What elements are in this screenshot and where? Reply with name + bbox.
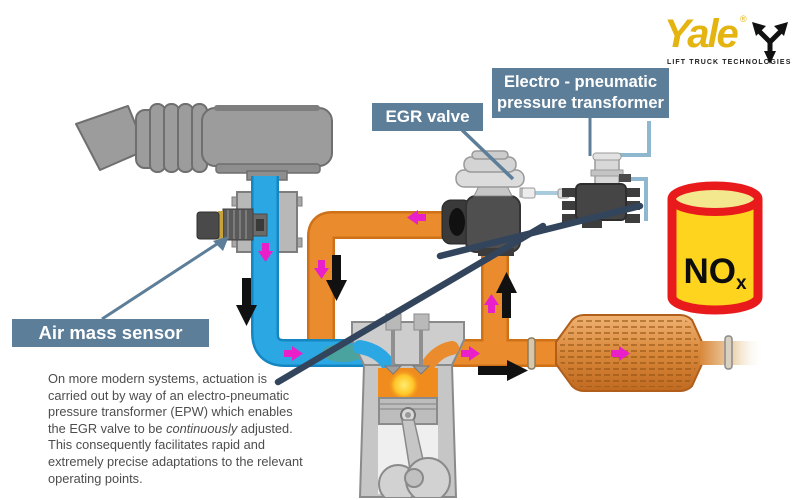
label-pointer-air-mass-sensor (101, 236, 229, 321)
brand-wordmark: Yale (664, 12, 739, 56)
direction-arrows (236, 255, 528, 381)
flow-arrow-up-1 (484, 294, 499, 313)
direction-arrow-down-air (236, 278, 257, 326)
intake-bellows (135, 103, 208, 173)
label-egr-valve-text: EGR valve (385, 107, 470, 127)
linkage-rod-a (274, 222, 547, 386)
direction-arrow-right-exhaust (478, 360, 528, 381)
flow-arrow-right-3 (611, 346, 630, 361)
nox-cylinder (667, 181, 763, 315)
intake-runner (353, 340, 397, 375)
flow-arrow-down-2 (314, 260, 329, 279)
label-epw-line2: pressure transformer (497, 94, 664, 112)
label-egr-valve: EGR valve (372, 103, 483, 131)
label-pointer-egr (460, 128, 515, 181)
egr-pipe-loop (307, 211, 468, 351)
flow-arrow-right-2 (461, 346, 480, 361)
nox-label: NOx (672, 252, 758, 295)
exhaust-flange (527, 337, 536, 370)
paragraph-line: This consequently facilitates rapid and (48, 437, 265, 453)
paragraph-line: operating points. (48, 470, 143, 486)
pneumatic-control-line (628, 177, 648, 221)
nox-label-main: NO (683, 252, 736, 291)
label-epw-line1: Electro - pneumatic (503, 73, 658, 92)
exhaust-runner (419, 341, 459, 375)
air-intake-duct (75, 103, 333, 181)
direction-arrow-down-egr (326, 255, 347, 301)
brand-logo: Yale ® LIFT TRUCK TECHNOLOGIES (664, 10, 794, 70)
linkage-rod-b (436, 202, 644, 260)
description-paragraph: On more modern systems, actuation is car… (48, 371, 303, 487)
air-filter-box (201, 107, 333, 167)
flow-arrow-left-1 (407, 210, 426, 225)
paragraph-line: pressure transformer (EPW) which enables (48, 404, 293, 420)
engine-cylinder (351, 313, 465, 498)
brand-tagline: LIFT TRUCK TECHNOLOGIES (667, 59, 792, 66)
registered-trademark: ® (740, 14, 747, 24)
paragraph-line: On more modern systems, actuation is (48, 371, 268, 386)
crankshaft (378, 419, 451, 497)
label-air-mass-sensor: Air mass sensor (12, 319, 209, 347)
flow-arrow-down-1 (258, 243, 273, 262)
air-mass-sensor-probe (196, 208, 268, 241)
nox-label-sub: x (735, 273, 747, 294)
paragraph-line: carried out by way of an electro-pneumat… (48, 387, 290, 403)
flow-arrows (258, 210, 630, 361)
paragraph-line: extremely precise adaptations to the rel… (48, 453, 303, 469)
label-pressure-transformer: Electro - pneumatic pressure transformer (492, 68, 669, 118)
label-air-mass-sensor-text: Air mass sensor (38, 322, 183, 344)
tailpipe-flange (724, 335, 733, 370)
flow-arrow-right-1 (284, 346, 303, 361)
valves (383, 330, 431, 375)
catalytic-converter (527, 314, 764, 392)
direction-arrow-up-exhaust (496, 272, 517, 318)
paragraph-line: the EGR valve to be continuously adjuste… (48, 420, 293, 436)
